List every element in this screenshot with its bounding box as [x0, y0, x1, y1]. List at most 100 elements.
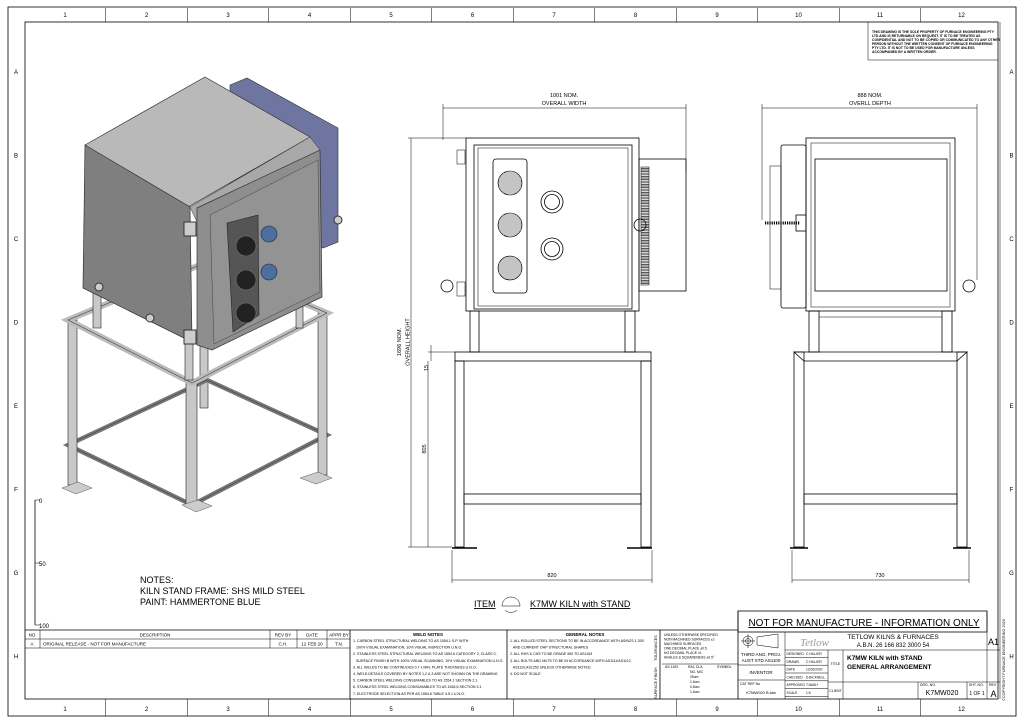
grid-row-label: F — [1010, 488, 1014, 494]
grid-column-label: 7 — [552, 707, 556, 713]
scale-label: 0 — [39, 499, 43, 505]
notes-heading: NOTES: — [140, 575, 174, 585]
grid-column-label: 10 — [795, 13, 802, 19]
general-note-line: 4. DO NOT SCALE — [510, 672, 541, 676]
grid-row-label: B — [1009, 154, 1013, 160]
foot-plate — [181, 499, 213, 513]
item-name: K7MW KILN with STAND — [530, 599, 631, 609]
finish-header: AS 1100 — [665, 665, 678, 669]
tolerance-line: ONE DECIMAL PLACE ±0.5 — [664, 647, 707, 651]
weld-note-line: 5. CARBON STEEL WELDING CONSUMABLES TO A… — [353, 679, 477, 683]
clamp-handles — [94, 215, 343, 345]
fan-icon — [235, 269, 257, 291]
blue-port-knob — [260, 225, 278, 243]
grid-column-label: 8 — [634, 13, 638, 19]
field-value: C.HILLIER — [806, 652, 822, 656]
field-label: APPROVED — [787, 683, 806, 687]
handle-icon — [962, 279, 976, 293]
weld-note-line: SURFACE FINISH B WITH 100% VISUAL SCANNI… — [353, 659, 503, 663]
kiln-side-outline — [805, 137, 956, 312]
rev-cell: C.H. — [279, 642, 288, 647]
rev-cell: T.N. — [335, 642, 343, 647]
stand-leg — [454, 360, 465, 548]
rev-cell: 12 FEB 20 — [301, 642, 323, 647]
grid-row-label: G — [1009, 571, 1014, 577]
kiln-door-outline — [473, 144, 633, 310]
scale-bar: 0 50 100 — [34, 499, 50, 630]
rev-header: DATE — [306, 633, 318, 638]
isometric-view — [60, 76, 343, 513]
stand-leg-right — [317, 312, 328, 476]
grid-row-label: A — [14, 70, 18, 76]
standard-text: AUST STD AS1100 — [742, 658, 781, 663]
weld-note-line: 100% VISUAL EXAMINATION, 10% VISUAL INSP… — [353, 646, 462, 650]
grid-column-label: 8 — [634, 707, 638, 713]
not-for-manufacture-banner: NOT FOR MANUFACTURE - INFORMATION ONLY — [748, 618, 979, 629]
element-box — [638, 158, 687, 292]
grid-row-label: E — [1009, 404, 1013, 410]
height-dim-value: 1696 NOM. — [397, 327, 403, 356]
note-line: KILN STAND FRAME: SHS MILD STEEL — [140, 586, 305, 596]
grid-column-label: 4 — [308, 13, 312, 19]
grid-column-label: 5 — [389, 707, 393, 713]
revision-letter: A — [990, 689, 996, 699]
grid-row-label: B — [14, 154, 18, 160]
port-outer — [540, 237, 564, 261]
grid-column-label: 10 — [795, 707, 802, 713]
grid-row-label: F — [14, 488, 18, 494]
general-note-line: 1. ALL ROLLED STEEL SECTIONS TO BE IN AC… — [510, 639, 644, 643]
item-callout: ITEM K7MW KILN with STAND — [474, 596, 631, 613]
rev-header: REV BY — [275, 633, 292, 638]
confidentiality-notice: THIS DRAWING IS THE SOLE PROPERTY OF FUR… — [867, 22, 1000, 61]
field-label: DRAWN — [787, 660, 800, 664]
drawing-number: K7MW020 — [926, 690, 959, 697]
general-note-line: AS1110,AS1252 UNLESS OTHERWISE NOTED. — [510, 665, 592, 669]
kiln-body-outline — [465, 137, 640, 312]
stand-top-rail — [454, 351, 652, 362]
grid-column-label: 9 — [715, 13, 719, 19]
weld-notes-title: WELD NOTES — [413, 632, 443, 637]
sheet-number: 1 OF 1 — [969, 691, 985, 697]
weld-note-line: 6. STAINLESS STEEL WELDING CONSUMABLES T… — [353, 685, 482, 689]
cat-ref-label: CAT REF No — [740, 682, 760, 686]
title-label: TITLE — [831, 662, 841, 666]
side-panel — [814, 158, 948, 292]
field-value: 12/02/2020 — [806, 668, 823, 672]
stand-crossbar — [803, 493, 958, 505]
finish-value: 1.6um — [690, 690, 700, 694]
fan-icon — [235, 235, 257, 257]
grid-row-label: C — [14, 237, 19, 243]
rev-cell: A — [30, 642, 33, 647]
fan-icon — [235, 302, 257, 324]
grid-column-label: 6 — [471, 707, 475, 713]
foot-plate — [61, 481, 93, 495]
projection-text: THIRD ANG. PROJ. — [741, 652, 781, 657]
clamp-icon — [633, 218, 647, 232]
field-value: D.BICKNELL — [806, 675, 825, 679]
outer-border — [7, 6, 1017, 717]
grid-row-label: C — [1009, 237, 1014, 243]
note-line: PAINT: HAMMERTONE BLUE — [140, 597, 261, 607]
port-outer — [540, 190, 564, 214]
sht-no-label: SHT. NO. — [969, 683, 984, 687]
client-label: CLIENT — [829, 689, 842, 693]
tolerances-label: TOLERANCES — [654, 635, 658, 661]
stand-leg-left — [67, 319, 78, 486]
general-note-line: 2. ALL RHS & CHS TO BE GRADE 350 TO AS11… — [510, 652, 592, 656]
weld-note-line: 7. ELECTRODE SELECTION AS PER AS 1554.6 … — [353, 692, 465, 696]
stand-leg — [640, 360, 652, 548]
dim-805: 805 — [422, 444, 428, 453]
weld-notes: WELD NOTES 1. CARBON STEEL STRUCTURAL WE… — [353, 632, 503, 696]
width-dim-value: 1001 NOM. — [550, 93, 579, 99]
rev-label: REV — [989, 683, 997, 687]
rev-header: APPR BY — [329, 633, 349, 638]
grid-column-label: 12 — [958, 13, 965, 19]
dim-15: 15 — [424, 365, 430, 371]
drawing-title-line2: GENERAL ARRANGEMENT — [847, 664, 932, 671]
inner-border — [24, 21, 999, 700]
tolerance-line: ANGLES & SQUARENESS ±0.5° — [664, 656, 715, 660]
inventor-text: INVENTOR — [749, 670, 773, 675]
fan-grille-icon — [497, 255, 523, 281]
